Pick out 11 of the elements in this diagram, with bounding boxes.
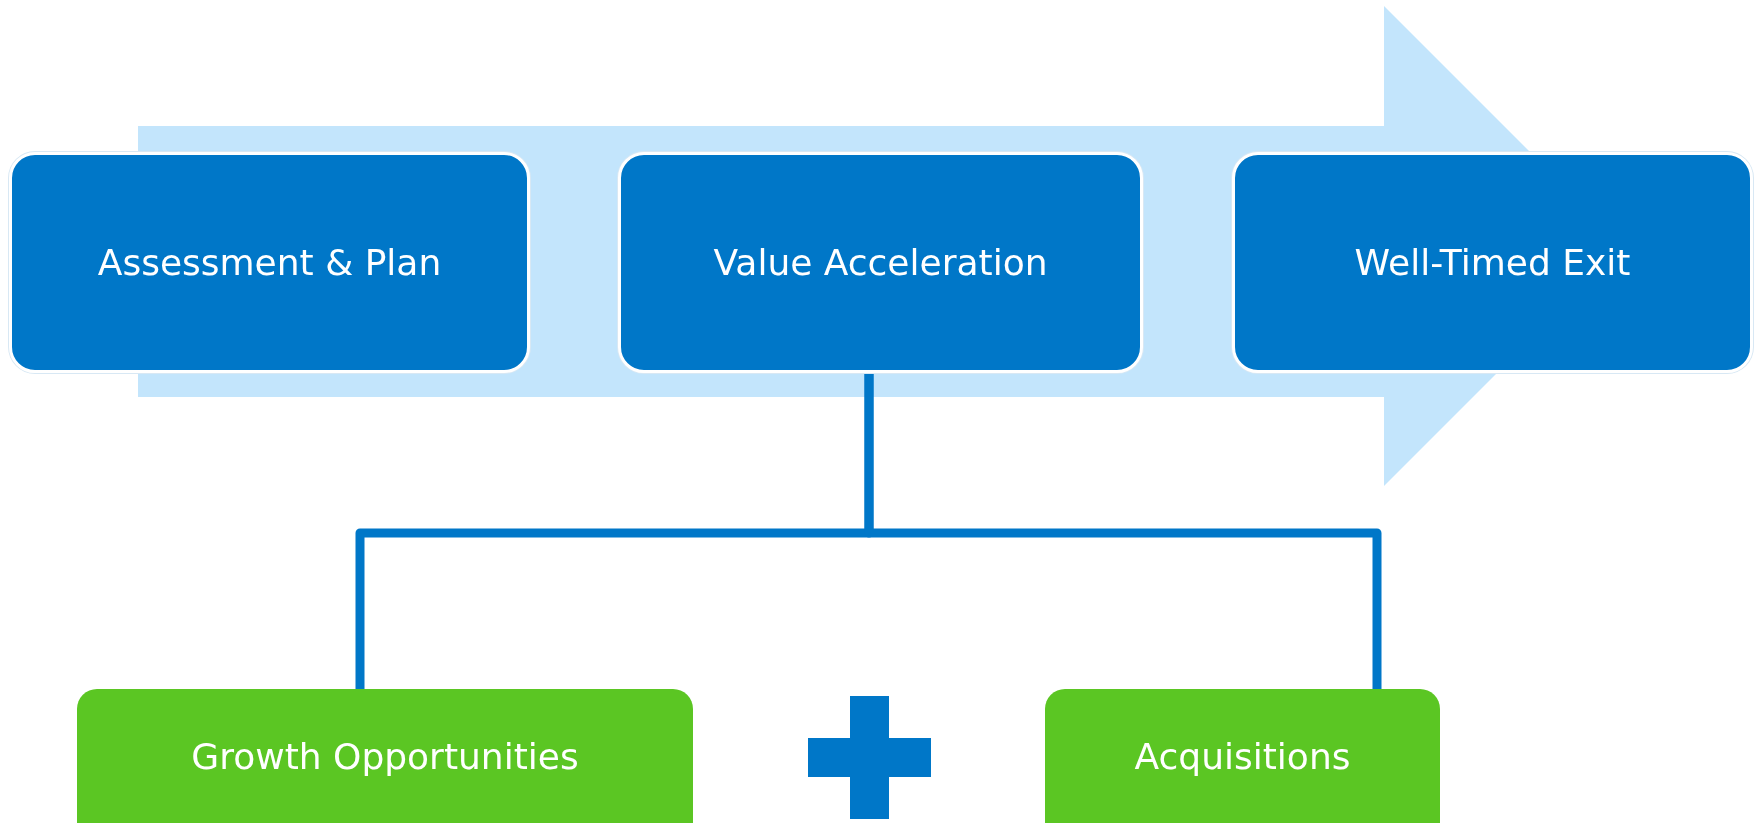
box-label: Growth Opportunities	[191, 735, 579, 777]
connector-line	[864, 373, 1382, 689]
lever-box	[77, 689, 693, 823]
stage-box	[1232, 152, 1753, 373]
stage-box	[9, 152, 530, 373]
lever-box	[1045, 689, 1440, 823]
box-label: Well-Timed Exit	[1354, 242, 1631, 283]
box-label: Value Acceleration	[713, 242, 1048, 283]
box-label: Assessment & Plan	[97, 242, 442, 283]
box-label: Acquisitions	[1134, 735, 1351, 777]
stage-box	[618, 152, 1143, 373]
